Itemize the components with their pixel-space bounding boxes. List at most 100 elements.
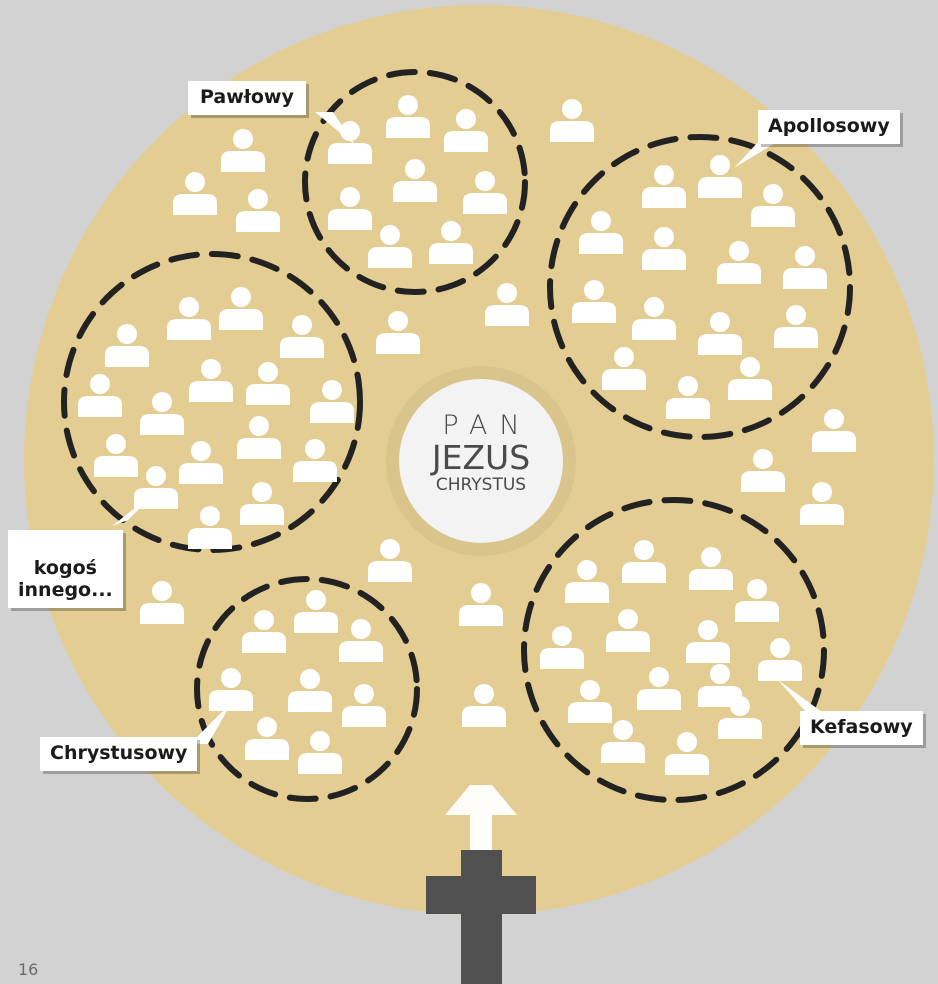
person-icon bbox=[328, 187, 372, 230]
person-icon bbox=[167, 297, 211, 340]
person-icon bbox=[758, 638, 802, 681]
person-icon bbox=[485, 283, 529, 326]
person-icon bbox=[728, 357, 772, 400]
label-kogos: kogoś innego... bbox=[8, 530, 123, 608]
person-icon bbox=[342, 684, 386, 727]
person-icon bbox=[444, 109, 488, 152]
person-icon bbox=[632, 297, 676, 340]
person-icon bbox=[134, 466, 178, 509]
center-label-chrystus: CHRYSTUS bbox=[435, 475, 527, 495]
person-icon bbox=[665, 732, 709, 775]
person-icon bbox=[219, 287, 263, 330]
person-icon bbox=[606, 609, 650, 652]
person-icon bbox=[328, 121, 372, 164]
label-kefasowy-text: Kefasowy bbox=[810, 716, 913, 738]
person-icon bbox=[237, 416, 281, 459]
person-icon bbox=[568, 680, 612, 723]
person-icon bbox=[245, 717, 289, 760]
person-icon bbox=[666, 376, 710, 419]
person-icon bbox=[741, 449, 785, 492]
person-icon bbox=[173, 172, 217, 215]
person-icon bbox=[393, 159, 437, 202]
label-apollosowy-text: Apollosowy bbox=[768, 115, 890, 137]
label-pawlowy-text: Pawłowy bbox=[200, 86, 294, 108]
label-pawlowy: Pawłowy bbox=[188, 81, 306, 115]
person-icon bbox=[637, 667, 681, 710]
person-icon bbox=[386, 95, 430, 138]
person-icon bbox=[642, 227, 686, 270]
person-icon bbox=[376, 311, 420, 354]
label-chrystusowy: Chrystusowy bbox=[40, 737, 198, 771]
person-icon bbox=[717, 241, 761, 284]
person-icon bbox=[686, 620, 730, 663]
person-icon bbox=[459, 583, 503, 626]
pointer-pawlowy bbox=[315, 112, 355, 145]
center-label: PAN JEZUS CHRYSTUS bbox=[386, 386, 576, 536]
label-kefasowy: Kefasowy bbox=[800, 711, 923, 745]
people-layer bbox=[78, 95, 856, 775]
group-circle-chrystusowy bbox=[194, 576, 420, 802]
group-circle-kefasowy bbox=[521, 497, 827, 803]
person-icon bbox=[179, 441, 223, 484]
label-chrystusowy-text: Chrystusowy bbox=[50, 742, 188, 764]
person-icon bbox=[293, 439, 337, 482]
person-icon bbox=[242, 610, 286, 653]
person-icon bbox=[94, 434, 138, 477]
person-icon bbox=[800, 482, 844, 525]
pointer-kefasowy bbox=[778, 680, 822, 712]
person-icon bbox=[240, 482, 284, 525]
person-icon bbox=[280, 315, 324, 358]
page-number: 16 bbox=[18, 960, 39, 979]
person-icon bbox=[188, 506, 232, 549]
person-icon bbox=[698, 312, 742, 355]
person-icon bbox=[236, 189, 280, 232]
person-icon bbox=[550, 99, 594, 142]
person-icon bbox=[622, 540, 666, 583]
person-icon bbox=[572, 280, 616, 323]
person-icon bbox=[310, 380, 354, 423]
person-icon bbox=[140, 392, 184, 435]
person-icon bbox=[189, 359, 233, 402]
person-icon bbox=[294, 590, 338, 633]
arrow-up-icon bbox=[445, 785, 517, 905]
person-icon bbox=[246, 362, 290, 405]
person-icon bbox=[462, 684, 506, 727]
person-icon bbox=[339, 619, 383, 662]
person-icon bbox=[698, 155, 742, 198]
person-icon bbox=[735, 579, 779, 622]
person-icon bbox=[718, 696, 762, 739]
person-icon bbox=[540, 626, 584, 669]
person-icon bbox=[463, 171, 507, 214]
pointer-kogos bbox=[112, 490, 158, 526]
label-apollosowy: Apollosowy bbox=[758, 110, 900, 144]
label-kogos-text: kogoś innego... bbox=[18, 556, 113, 601]
person-icon bbox=[368, 539, 412, 582]
center-circle bbox=[399, 379, 563, 543]
person-icon bbox=[221, 129, 265, 172]
person-icon bbox=[579, 211, 623, 254]
person-icon bbox=[429, 221, 473, 264]
center-label-jezus: JEZUS bbox=[431, 438, 531, 477]
person-icon bbox=[368, 225, 412, 268]
center-label-pan: PAN bbox=[442, 410, 532, 441]
person-icon bbox=[565, 560, 609, 603]
person-icon bbox=[78, 374, 122, 417]
person-icon bbox=[601, 720, 645, 763]
group-circle-pawlowy bbox=[302, 69, 528, 295]
person-icon bbox=[689, 547, 733, 590]
pointer-apollosowy bbox=[734, 140, 780, 168]
person-icon bbox=[642, 165, 686, 208]
person-icon bbox=[602, 347, 646, 390]
person-icon bbox=[812, 409, 856, 452]
group-circle-apollosowy bbox=[547, 134, 853, 440]
person-icon bbox=[783, 246, 827, 289]
group-circle-kogos bbox=[61, 251, 363, 553]
person-icon bbox=[209, 668, 253, 711]
person-icon bbox=[774, 305, 818, 348]
person-icon bbox=[105, 324, 149, 367]
person-icon bbox=[298, 731, 342, 774]
pointer-chrystusowy bbox=[190, 702, 232, 744]
cross-icon bbox=[426, 850, 536, 984]
person-icon bbox=[751, 184, 795, 227]
